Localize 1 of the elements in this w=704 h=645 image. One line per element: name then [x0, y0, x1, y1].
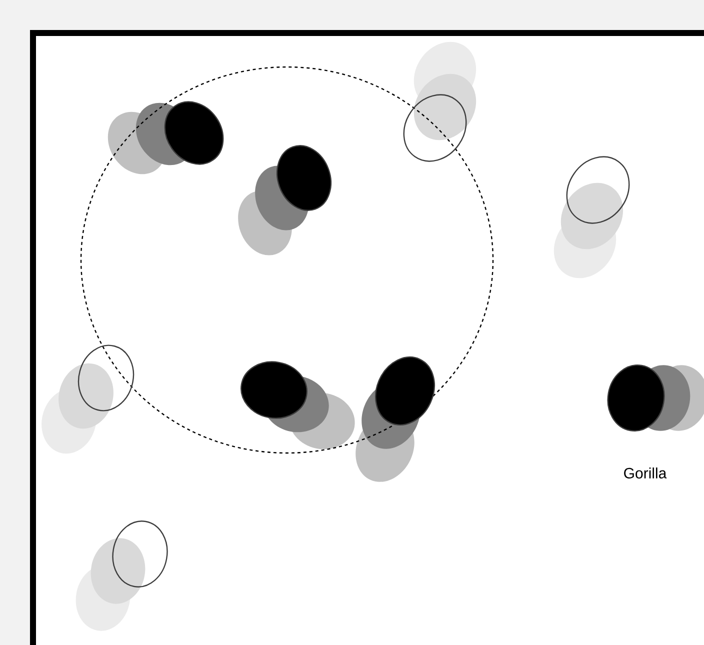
label: Gorilla	[624, 467, 667, 478]
